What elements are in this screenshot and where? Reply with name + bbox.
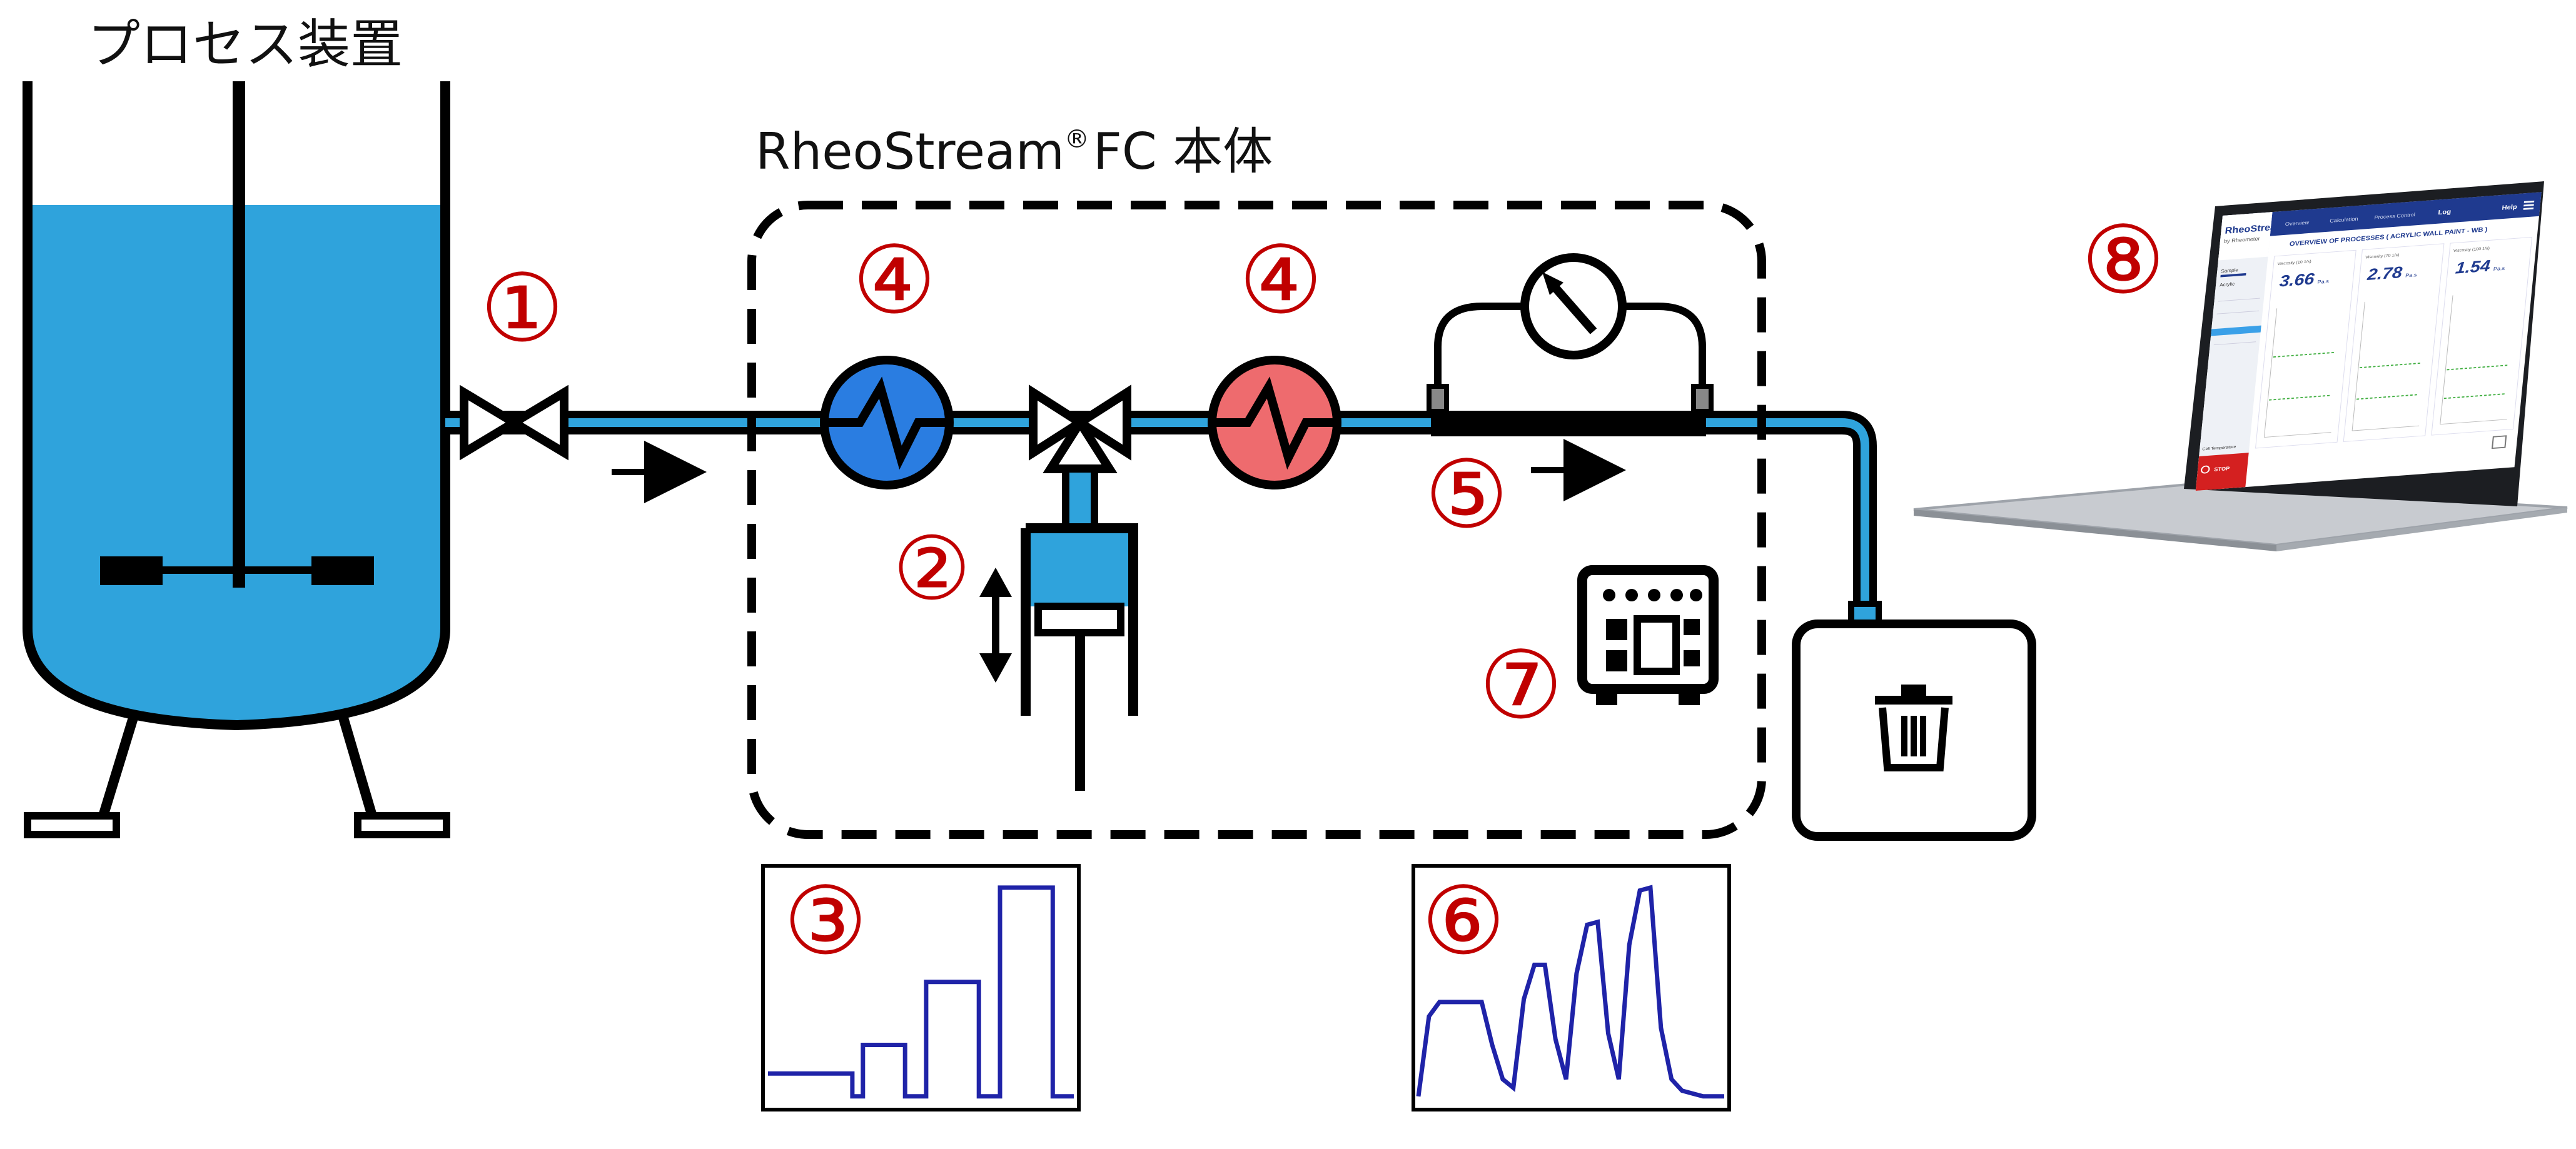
tank-leg-left — [98, 714, 139, 818]
unit-title-suffix: FC 本体 — [1093, 123, 1273, 181]
marker-1: ① — [480, 254, 564, 363]
agitator-blade-right — [311, 556, 374, 585]
waste-bin-icon — [1792, 601, 2036, 841]
unit-title-name: RheoStream — [755, 123, 1064, 181]
chart-trace — [1416, 885, 1724, 1099]
laptop-tile-1-value: 3.66 — [2279, 269, 2316, 290]
laptop-brand: RheoStream — [2225, 222, 2286, 236]
double-arrow-icon — [979, 568, 1012, 683]
agitator-blade-left — [100, 556, 163, 585]
laptop-tile-3-unit: Pa.s — [2493, 265, 2505, 272]
marker-2: ② — [892, 518, 971, 620]
marker-6: ⑥ — [1422, 867, 1505, 976]
marker-8: ⑧ — [2081, 206, 2165, 315]
laptop-screen: RheoStream by Rheometer Overview Calcula… — [2195, 192, 2542, 491]
laptop-tile-2-label: Viscosity (70 1/s) — [2365, 253, 2400, 260]
piston-head — [1034, 603, 1124, 636]
capillary-tube — [1431, 411, 1706, 436]
chart-shear-rate-steps — [761, 864, 1081, 1111]
heat-exchanger-icon — [820, 356, 954, 489]
pressure-gauge-icon — [1427, 253, 1714, 436]
unit-boundary — [747, 201, 1766, 839]
tank-foot-left — [24, 812, 120, 838]
stirred-tank-icon — [23, 81, 450, 838]
laptop-tile-2-unit: Pa.s — [2405, 272, 2418, 279]
laptop-mini-chart — [2263, 295, 2507, 438]
unit-title: RheoStream®FC 本体 — [755, 123, 1273, 181]
marker-4: ④ — [852, 226, 936, 335]
tank-leg-right — [338, 714, 377, 818]
chart-frame — [1412, 864, 1731, 1111]
piston-pump-icon — [1021, 465, 1138, 791]
tank-wall — [23, 81, 450, 731]
laptop-stop: STOP — [2214, 465, 2230, 472]
process-pipe — [445, 411, 1877, 608]
tank-foot-right — [354, 812, 450, 838]
laptop-side-1: Sample — [2221, 268, 2238, 274]
laptop-brand-sub: by Rheometer — [2224, 236, 2261, 244]
laptop-tile-1-unit: Pa.s — [2317, 278, 2330, 285]
laptop-tile-1-label: Viscosity (10 1/s) — [2277, 259, 2311, 266]
vessel-label: プロセス装置 — [88, 14, 403, 75]
heat-exchanger-icon — [1208, 356, 1341, 489]
laptop-side-3: Cell Temperature — [2202, 445, 2236, 452]
chart-trace — [768, 885, 1074, 1099]
laptop-nav-1: Overview — [2285, 219, 2310, 227]
unit-title-reg: ® — [1064, 125, 1089, 154]
marker-5: ⑤ — [1425, 441, 1508, 549]
laptop-stop-panel — [2195, 453, 2249, 491]
three-way-valve-icon — [1029, 384, 1131, 473]
chart-viscosity-response — [1412, 864, 1731, 1111]
laptop-nav-5: Help — [2502, 203, 2518, 211]
laptop-nav-2: Calculation — [2330, 216, 2358, 224]
laptop-side-2: Acrylic — [2220, 281, 2235, 288]
laptop-tile-3-label: Viscosity (100 1/s) — [2453, 246, 2490, 253]
laptop-tile-2-value: 2.78 — [2366, 263, 2403, 283]
laptop-icon: RheoStream by Rheometer Overview Calcula… — [1913, 181, 2568, 551]
pump-liquid — [1026, 528, 1133, 606]
marker-7: ⑦ — [1479, 631, 1563, 740]
laptop-tile-3-value: 1.54 — [2455, 256, 2491, 277]
laptop-nav-4: Log — [2438, 208, 2452, 216]
controller-board-icon — [1577, 565, 1719, 705]
marker-3: ③ — [784, 867, 867, 976]
valve-icon — [460, 384, 568, 461]
chart-frame — [761, 864, 1081, 1111]
marker-4b: ④ — [1239, 226, 1323, 335]
pipe-liquid — [445, 418, 1869, 608]
